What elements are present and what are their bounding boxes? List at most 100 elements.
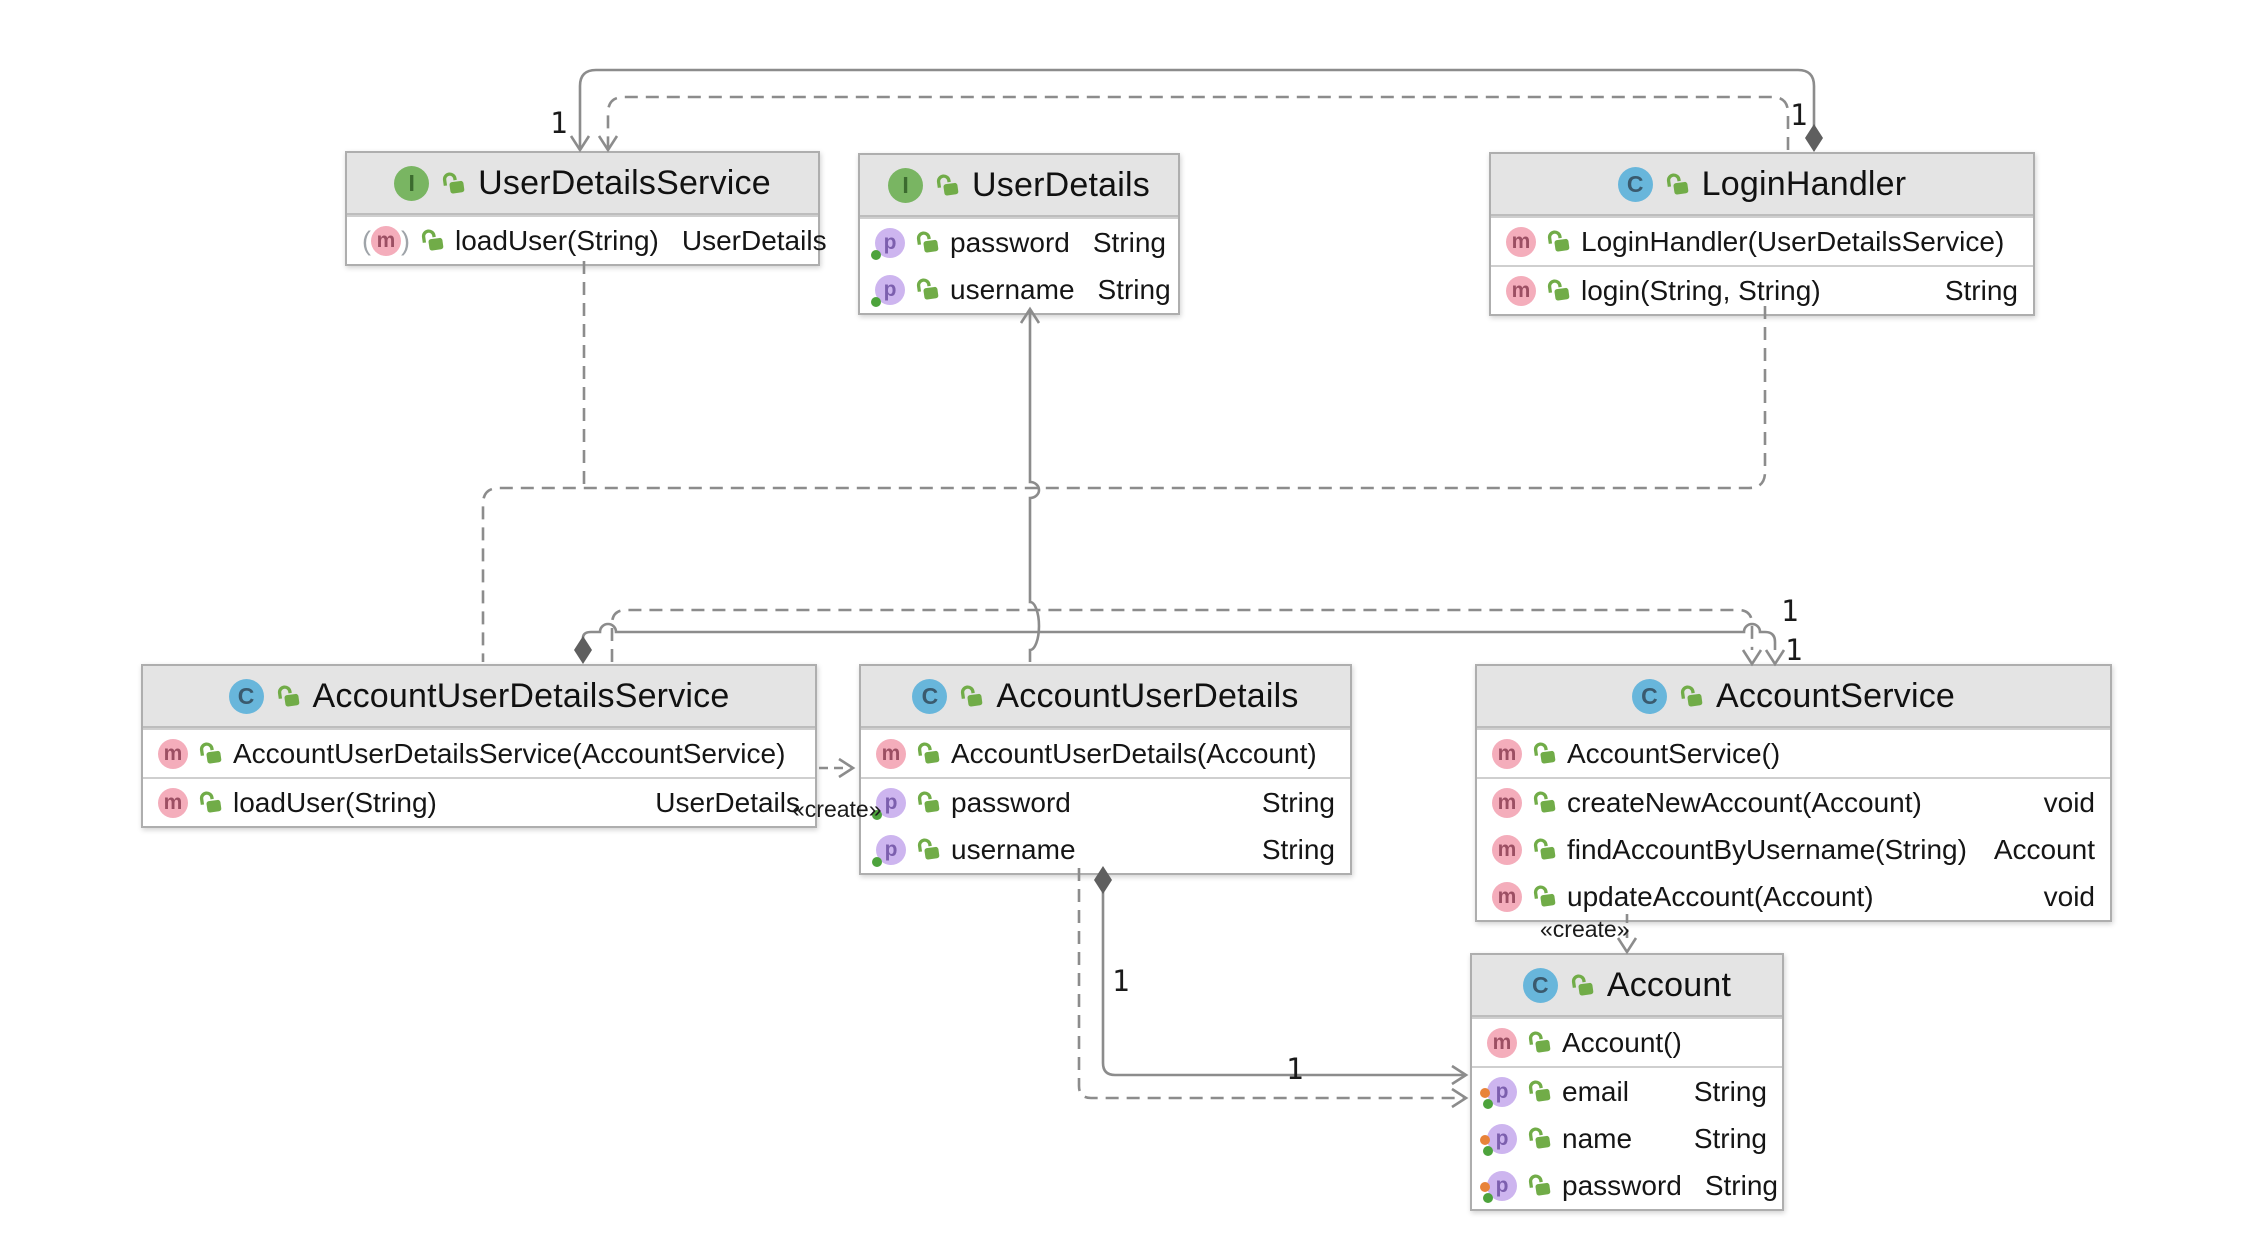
unlocked-icon (915, 789, 942, 816)
method-badge: m (876, 738, 906, 769)
property-icon: p (872, 834, 906, 867)
arrowhead-open (838, 757, 856, 779)
member-name: loadUser(String) (455, 224, 659, 256)
member-type: String (1704, 1169, 1778, 1201)
modified-dot-icon (1480, 1134, 1490, 1145)
unlocked-icon (915, 740, 942, 767)
property-mod-icon: p (1480, 1123, 1517, 1156)
unlocked-icon (934, 172, 961, 199)
method-icon: m (158, 738, 188, 769)
member-name: password (1562, 1169, 1682, 1201)
member-type: Account (1993, 833, 2095, 865)
method-badge: m (1492, 881, 1522, 912)
member-name: username (950, 273, 1075, 305)
method-badge: m (371, 225, 401, 256)
property-icon: p (871, 274, 905, 307)
multiplicity-label: 1 (1781, 594, 1799, 628)
member-row[interactable]: m updateAccount(Account) void (1477, 873, 2110, 920)
modified-dot-icon (1480, 1181, 1490, 1192)
member-type: void (2043, 880, 2095, 912)
abstract-paren-right: ) (401, 225, 410, 256)
class-icon: C (1631, 678, 1667, 714)
unlocked-icon (1678, 683, 1705, 710)
unlocked-icon (1569, 972, 1596, 999)
method-badge: m (1506, 275, 1536, 306)
composition-diamond (1805, 124, 1823, 152)
method-badge: m (158, 738, 188, 769)
member-section: m loadUser(String) UserDetails (143, 777, 815, 826)
edge-loginhandler-userdetailsservice-dependency (606, 95, 1790, 150)
member-type: String (1693, 1122, 1767, 1154)
member-name: LoginHandler(UserDetailsService) (1581, 225, 2005, 257)
property-badge: p (1487, 1076, 1517, 1107)
visibility-dot-icon (872, 809, 882, 820)
member-row[interactable]: m loadUser(String) UserDetails (143, 779, 815, 826)
method-icon: m (1492, 881, 1522, 912)
member-row[interactable]: p name String (1472, 1115, 1782, 1162)
member-type: UserDetails (655, 786, 800, 818)
method-icon: m (1506, 275, 1536, 306)
method-badge: m (1487, 1027, 1517, 1058)
method-icon: m (876, 738, 906, 769)
visibility-dot-icon (1483, 1145, 1493, 1156)
member-type: String (1092, 226, 1166, 258)
property-mod-icon: p (1480, 1076, 1517, 1109)
edge-dashed-net-vertical-right (481, 306, 1767, 662)
class-icon: C (1617, 166, 1653, 202)
method-badge: m (158, 787, 188, 818)
unlocked-icon (197, 740, 224, 767)
class-title: UserDetailsService (478, 163, 771, 202)
multiplicity-label: 1 (1785, 633, 1803, 667)
unlocked-icon (197, 789, 224, 816)
member-name: createNewAccount(Account) (1567, 786, 1922, 818)
arrowhead-open (597, 135, 619, 153)
member-name: password (951, 786, 1071, 818)
member-name: updateAccount(Account) (1567, 880, 1874, 912)
member-type: String (1261, 833, 1335, 865)
unlocked-icon (1526, 1029, 1553, 1056)
unlocked-icon (914, 276, 941, 303)
unlocked-icon (1531, 883, 1558, 910)
member-name: name (1562, 1122, 1633, 1154)
visibility-dot-icon (1483, 1192, 1493, 1203)
class-icon: C (912, 678, 948, 714)
visibility-dot-icon (872, 856, 882, 867)
unlocked-icon (1531, 789, 1558, 816)
member-name: login(String, String) (1581, 274, 1821, 306)
member-row[interactable]: (m)loadUser(String)UserDetails (347, 217, 827, 264)
member-name: loadUser(String) (233, 786, 437, 818)
edge-auds-accountservice-composition (581, 622, 1777, 650)
property-icon: p (871, 227, 905, 260)
